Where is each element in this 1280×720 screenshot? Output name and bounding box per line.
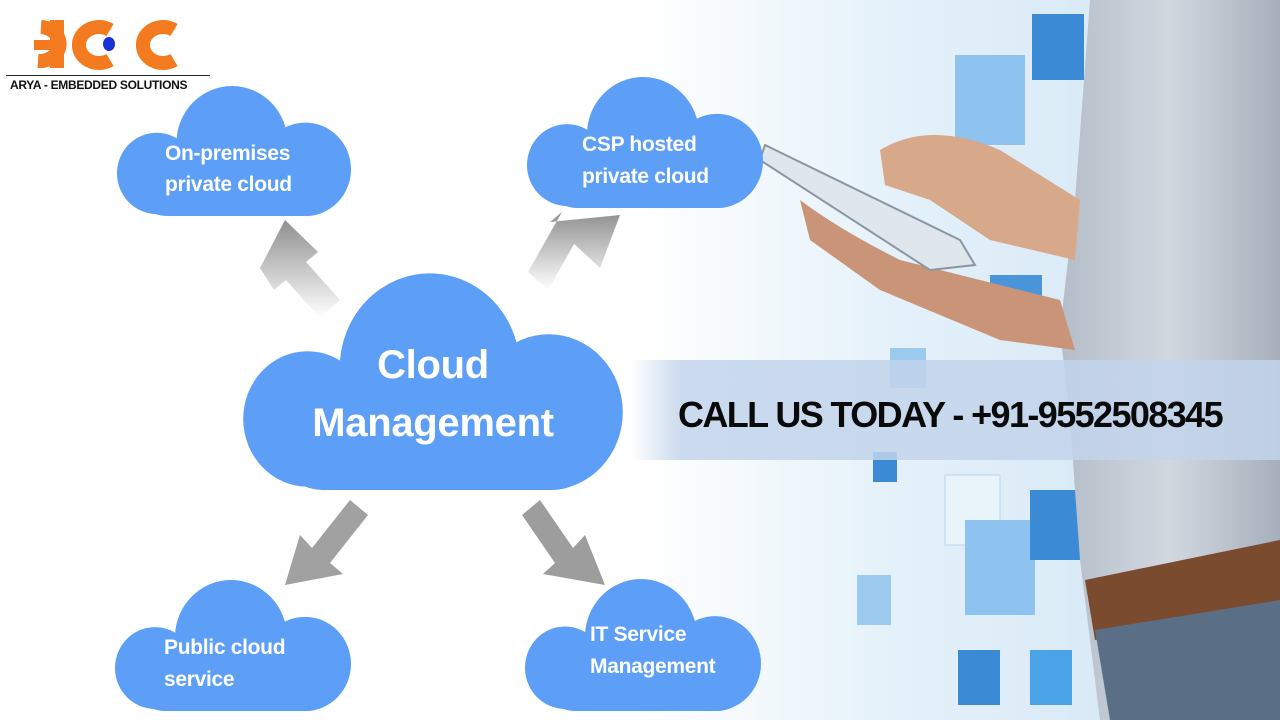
cloud-csp-hosted: CSP hosted private cloud — [525, 75, 765, 208]
cloud-on-premises: On-premises private cloud — [115, 84, 353, 216]
cloud-center: Cloud Management — [240, 270, 626, 490]
center-line1: Cloud — [377, 343, 489, 387]
node-line2: private cloud — [165, 173, 292, 196]
node-line1: IT Service — [590, 623, 687, 646]
logo-divider — [6, 75, 210, 76]
logo: ARYA - EMBEDDED SOLUTIONS — [6, 8, 212, 98]
cloud-icon — [527, 77, 763, 208]
arrow-down-right — [522, 500, 605, 585]
cloud-icon — [525, 579, 761, 711]
node-line1: Public cloud — [164, 636, 286, 659]
logo-mark-icon — [34, 20, 178, 70]
logo-subtitle: ARYA - EMBEDDED SOLUTIONS — [10, 78, 188, 92]
arrow-down-left — [285, 500, 368, 585]
node-line1: On-premises — [165, 142, 291, 165]
cloud-icon — [243, 273, 623, 490]
call-banner — [630, 360, 1280, 460]
node-line2: private cloud — [582, 165, 709, 188]
node-line2: Management — [590, 655, 716, 678]
node-line2: service — [164, 668, 235, 691]
cloud-public: Public cloud service — [113, 578, 353, 711]
call-us-text: CALL US TODAY - +91-9552508345 — [678, 394, 1224, 435]
arrows — [260, 212, 620, 585]
arrow-up-left — [260, 220, 340, 318]
cloud-icon — [115, 580, 351, 711]
node-line1: CSP hosted — [582, 133, 697, 156]
center-line2: Management — [312, 401, 554, 445]
cloud-icon — [116, 86, 352, 216]
cloud-it-service: IT Service Management — [523, 577, 763, 711]
arrow-up-right — [528, 212, 620, 290]
